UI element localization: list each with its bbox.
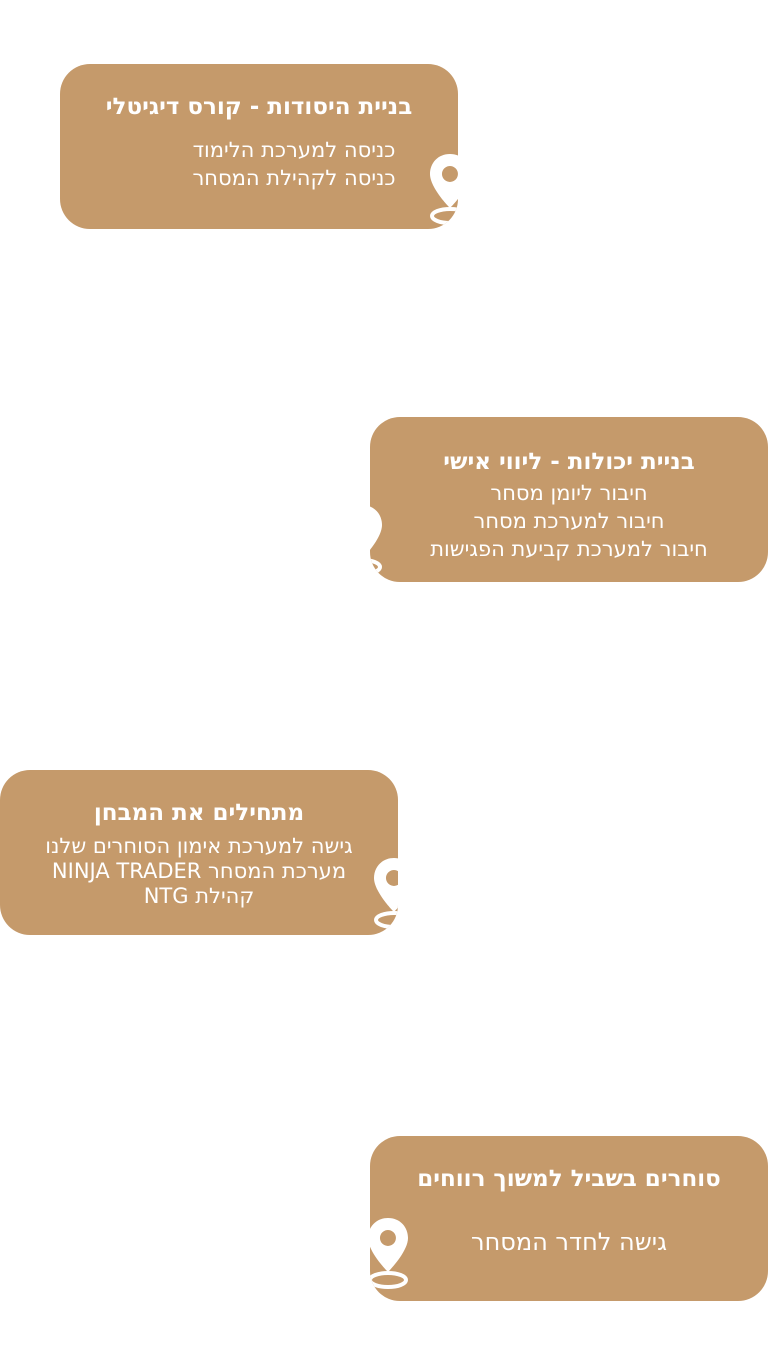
step-card-skills[interactable]: בניית יכולות - ליווי אישי חיבור ליומן מס… bbox=[370, 417, 768, 582]
location-pin-icon bbox=[372, 856, 398, 929]
card-line[interactable]: כניסה למערכת הלימוד bbox=[192, 138, 396, 162]
card-line[interactable]: מערכת המסחר NINJA TRADER bbox=[51, 859, 347, 883]
location-pin-icon bbox=[370, 503, 384, 576]
location-pin-icon bbox=[428, 152, 458, 225]
step-card-exam[interactable]: מתחילים את המבחן גישה למערכת אימון הסוחר… bbox=[0, 770, 398, 935]
card-line[interactable]: גישה לחדר המסחר bbox=[471, 1228, 667, 1256]
card-title: סוחרים בשביל למשוך רווחים bbox=[417, 1166, 721, 1192]
card-title: מתחילים את המבחן bbox=[93, 800, 305, 826]
card-line[interactable]: חיבור למערכת מסחר bbox=[473, 509, 665, 533]
card-line[interactable]: חיבור למערכת קביעת הפגישות bbox=[430, 537, 708, 561]
step-card-foundations[interactable]: בניית היסודות - קורס דיגיטלי כניסה למערכ… bbox=[60, 64, 458, 229]
location-pin-icon bbox=[370, 1216, 410, 1289]
card-line[interactable]: חיבור ליומן מסחר bbox=[490, 481, 648, 505]
card-line[interactable]: גישה למערכת אימון הסוחרים שלנו bbox=[45, 834, 353, 858]
card-line[interactable]: קהילת NTG bbox=[143, 884, 255, 908]
card-title: בניית היסודות - קורס דיגיטלי bbox=[105, 94, 413, 120]
card-title: בניית יכולות - ליווי אישי bbox=[443, 449, 695, 475]
step-card-profits[interactable]: סוחרים בשביל למשוך רווחים גישה לחדר המסח… bbox=[370, 1136, 768, 1301]
card-line[interactable]: כניסה לקהילת המסחר bbox=[192, 166, 396, 190]
